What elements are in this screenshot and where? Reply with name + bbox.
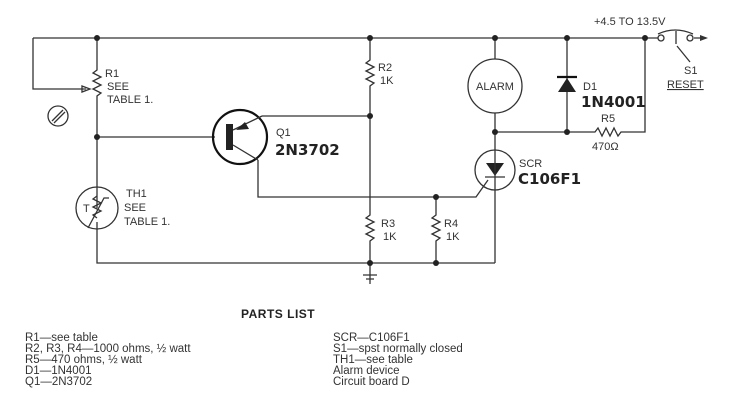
s1-label: RESET [667,79,704,91]
r4-resistor [430,197,442,263]
parts-list-left: R1—see table R2, R3, R4—1000 ohms, ½ wat… [25,332,191,388]
scr-ref: SCR [519,158,542,170]
parts-list-item: Circuit board D [333,376,410,388]
parts-list-item: SCR—C106F1 [333,332,410,344]
r2-value: 1K [380,75,394,87]
parts-list-item: Alarm device [333,365,400,377]
scr-part: C106F1 [518,170,581,188]
th1-note-2: TABLE 1. [124,216,170,228]
parts-list-item: Q1—2N3702 [25,376,93,388]
r1-note: SEE [107,81,129,93]
r4-ref: R4 [444,218,458,230]
parts-list-item: R2, R3, R4—1000 ohms, ½ watt [25,343,191,355]
adjust-screw-icon [47,105,69,127]
d1-ref: D1 [583,81,597,93]
s1-ref: S1 [684,65,697,77]
parts-list-item: TH1—see table [333,354,413,366]
parts-list-item: R1—see table [25,332,98,344]
s1-reset-switch[interactable] [645,29,708,63]
q1-ref: Q1 [276,127,291,139]
ground-icon [363,274,377,284]
r1-note-2: TABLE 1. [107,94,153,106]
th1-symbol: T [83,203,90,215]
parts-list-title: PARTS LIST [241,307,316,321]
r1-loop-wire [32,38,86,90]
th1-lower-wire [96,222,495,264]
parts-list-item: S1—spst normally closed [333,343,463,355]
q1-transistor [211,108,269,166]
parts-list-right: SCR—C106F1 S1—spst normally closed TH1—s… [333,332,463,388]
supply-voltage-label: +4.5 TO 13.5V [594,16,666,28]
junction-dots [94,35,648,266]
r1-resistor [91,38,103,208]
scr-thyristor [474,149,516,191]
parts-list-item: R5—470 ohms, ½ watt [25,354,142,366]
d1-part: 1N4001 [581,93,646,111]
q1-part: 2N3702 [275,141,340,159]
r2-ref: R2 [378,62,392,74]
collector-wire [257,160,489,198]
th1-note: SEE [124,202,146,214]
r1-wiper-arrow [81,85,92,93]
alarm-label: ALARM [476,81,514,93]
alarm-device [467,58,523,114]
r2-resistor [364,38,376,282]
r1-ref: R1 [105,68,119,80]
d1-diode [557,38,577,132]
th1-ref: TH1 [126,188,147,200]
parts-list-item: D1—1N4001 [25,365,92,377]
r5-value: 470Ω [592,141,619,153]
r3-value: 1K [383,231,397,243]
r5-resistor [495,38,646,138]
r5-ref: R5 [601,113,615,125]
r3-ref: R3 [381,218,395,230]
r4-value: 1K [446,231,460,243]
